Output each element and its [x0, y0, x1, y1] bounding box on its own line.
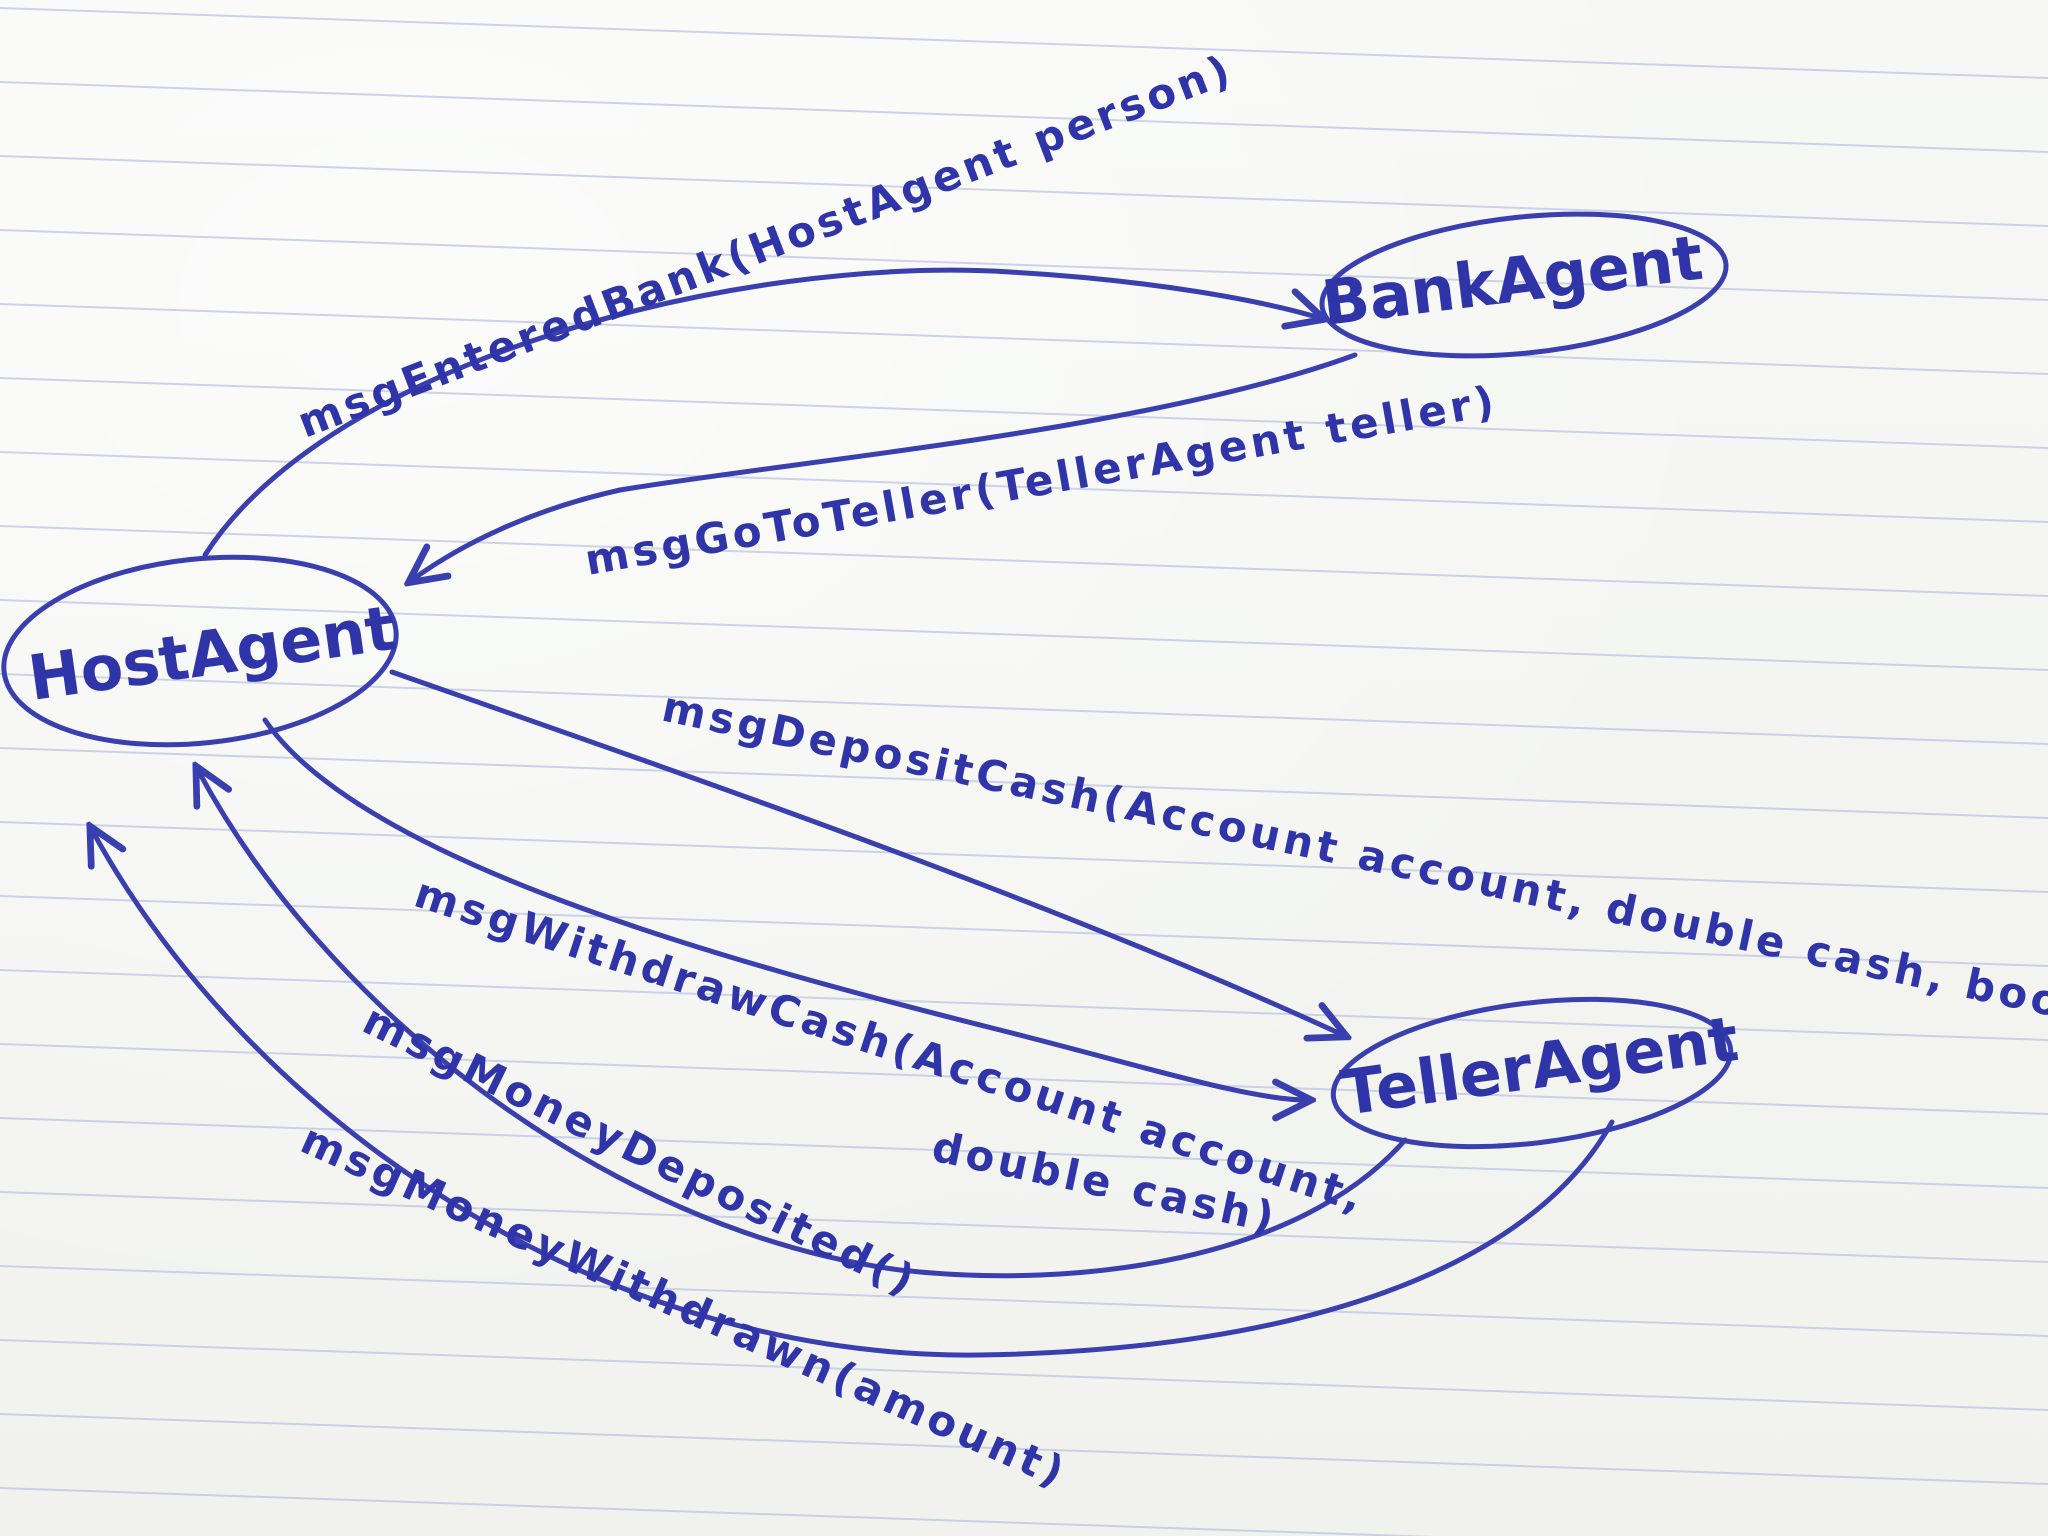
ruled-line [0, 303, 2048, 375]
ruled-line [0, 895, 2048, 967]
ruled-line [0, 599, 2048, 671]
bank-agent-label: BankAgent [1318, 221, 1707, 340]
teller-agent-node: TellerAgent [1330, 996, 1743, 1150]
ruled-line [0, 377, 2048, 449]
ruled-line [0, 747, 2048, 819]
ruled-line [0, 525, 2048, 597]
ruled-line [0, 1043, 2048, 1115]
ruled-line [0, 81, 2048, 153]
ruled-line [0, 821, 2048, 893]
host-agent-label: HostAgent [24, 591, 400, 715]
ruled-line [0, 1265, 2048, 1337]
host-agent-node: HostAgent [1, 554, 400, 748]
go-to-teller-label: msgGoToTeller(TellerAgent teller) [581, 376, 1501, 585]
ruled-line [0, 1413, 2048, 1485]
withdraw-cash-arrow [262, 717, 1307, 1100]
deposit-cash-arrow [389, 669, 1343, 1035]
entered-bank-arrow [202, 267, 1320, 558]
ruled-line [0, 155, 2048, 227]
teller-agent-label: TellerAgent [1337, 1002, 1743, 1130]
withdraw-cash-label-line1: msgWithdrawCash(Account account, [409, 868, 1373, 1223]
ruled-line [0, 1117, 2048, 1189]
ruled-lines [0, 7, 2048, 1536]
money-withdrawn-arrow [92, 830, 1615, 1358]
money-deposited-arrow [198, 770, 1408, 1279]
ruled-line [0, 451, 2048, 523]
go-to-teller-arrow [412, 352, 1358, 580]
ruled-line [0, 1339, 2048, 1411]
ruled-line [0, 229, 2048, 301]
ruled-line [0, 1487, 1434, 1536]
ruled-line [0, 969, 2048, 1041]
ruled-line [0, 7, 2048, 79]
bank-agent-node: BankAgent [1318, 211, 1729, 359]
ruled-line [0, 673, 2048, 745]
ruled-line [0, 1191, 2048, 1263]
